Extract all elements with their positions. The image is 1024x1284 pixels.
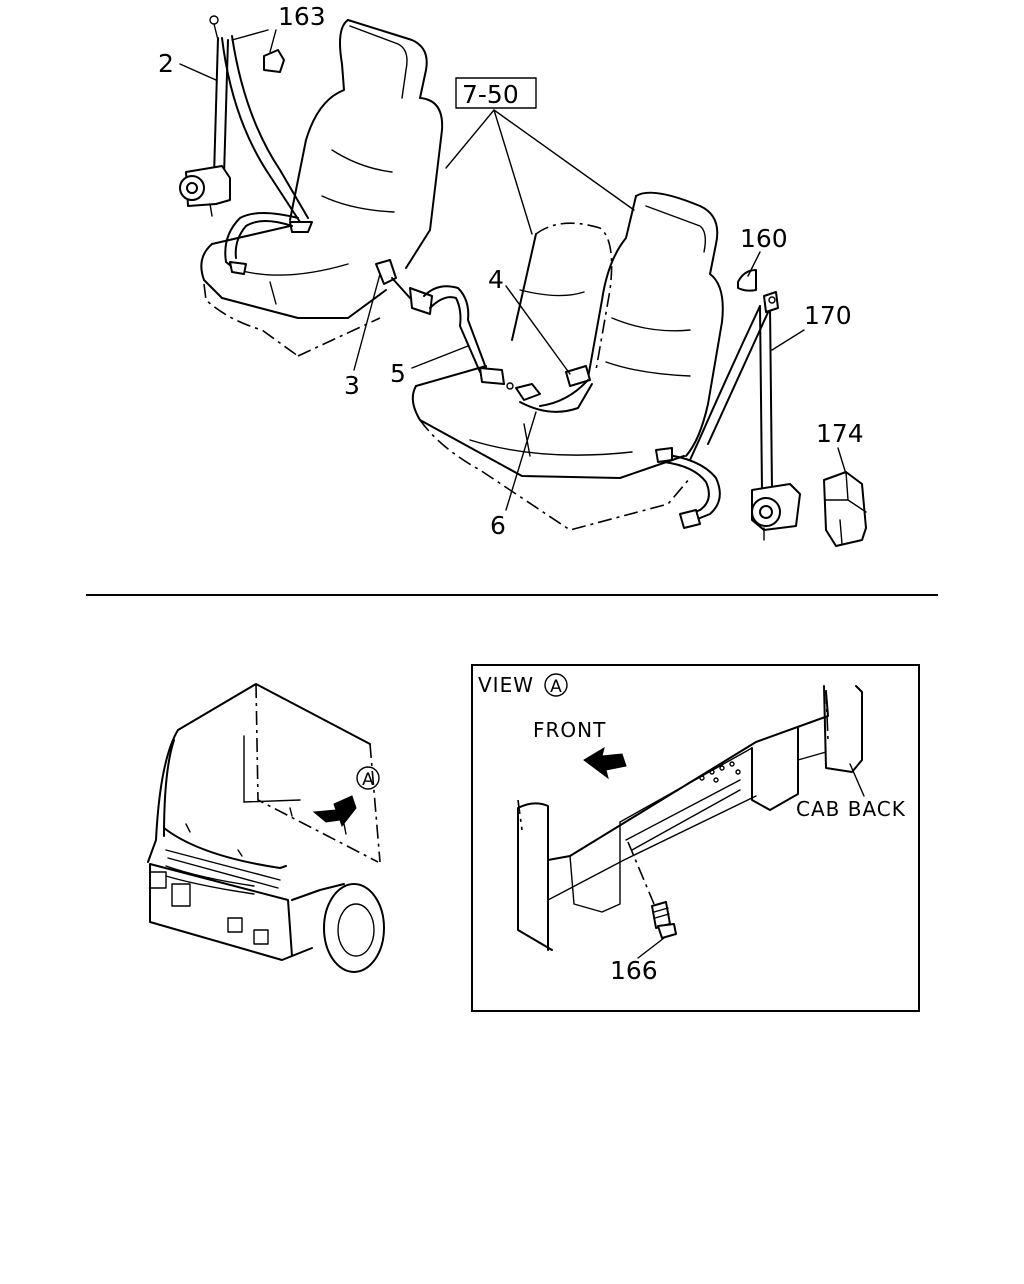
center-buckle-3 — [375, 259, 433, 315]
callout-3: 3 — [344, 371, 360, 400]
driver-seat — [200, 19, 444, 357]
center-belt-5 — [423, 285, 505, 385]
view-marker-label: A — [550, 677, 562, 697]
callout-6: 6 — [490, 511, 506, 540]
view-marker-circle — [544, 673, 568, 697]
view-a-marker-label: A — [362, 770, 374, 790]
anchor-cover-163 — [263, 49, 285, 73]
anchor-cover-160 — [737, 269, 757, 292]
view-title: VIEW — [478, 673, 534, 697]
cab-back-label: CAB BACK — [796, 797, 906, 821]
retractor-cover-174 — [823, 471, 867, 547]
passenger-seat — [411, 191, 724, 531]
view-a-marker-circle — [356, 766, 380, 790]
callout-7-50-group — [445, 77, 635, 235]
leader-lines — [179, 29, 847, 511]
driver-belt-2 — [179, 15, 313, 275]
callout-166: 166 — [610, 956, 658, 985]
callout-160: 160 — [740, 224, 788, 253]
callout-7-50: 7-50 — [462, 80, 519, 109]
callout-7-50-box — [455, 77, 537, 109]
callout-174: 174 — [816, 419, 864, 448]
tongue-belt-6 — [506, 382, 593, 413]
leader-cab-back — [849, 763, 865, 797]
callout-4: 4 — [488, 265, 504, 294]
cab-overview: A — [147, 683, 385, 973]
seat-belt-assembly: 163 2 7-50 160 170 4 5 3 174 6 — [158, 2, 867, 547]
callout-5: 5 — [390, 359, 406, 388]
callout-2: 2 — [158, 49, 174, 78]
callout-170: 170 — [804, 301, 852, 330]
callout-163: 163 — [278, 2, 326, 31]
front-arrow — [583, 746, 627, 780]
direction-arrow-cab — [312, 795, 357, 828]
bolt-166 — [627, 841, 677, 939]
bolt-holes — [699, 761, 741, 783]
passenger-belt-170 — [655, 291, 801, 541]
leader-166 — [637, 937, 665, 959]
view-a-frame — [471, 664, 920, 1012]
buckle-4 — [539, 365, 591, 407]
front-label: FRONT — [533, 718, 606, 742]
view-a-panel: VIEW A FRONT — [471, 664, 920, 1012]
